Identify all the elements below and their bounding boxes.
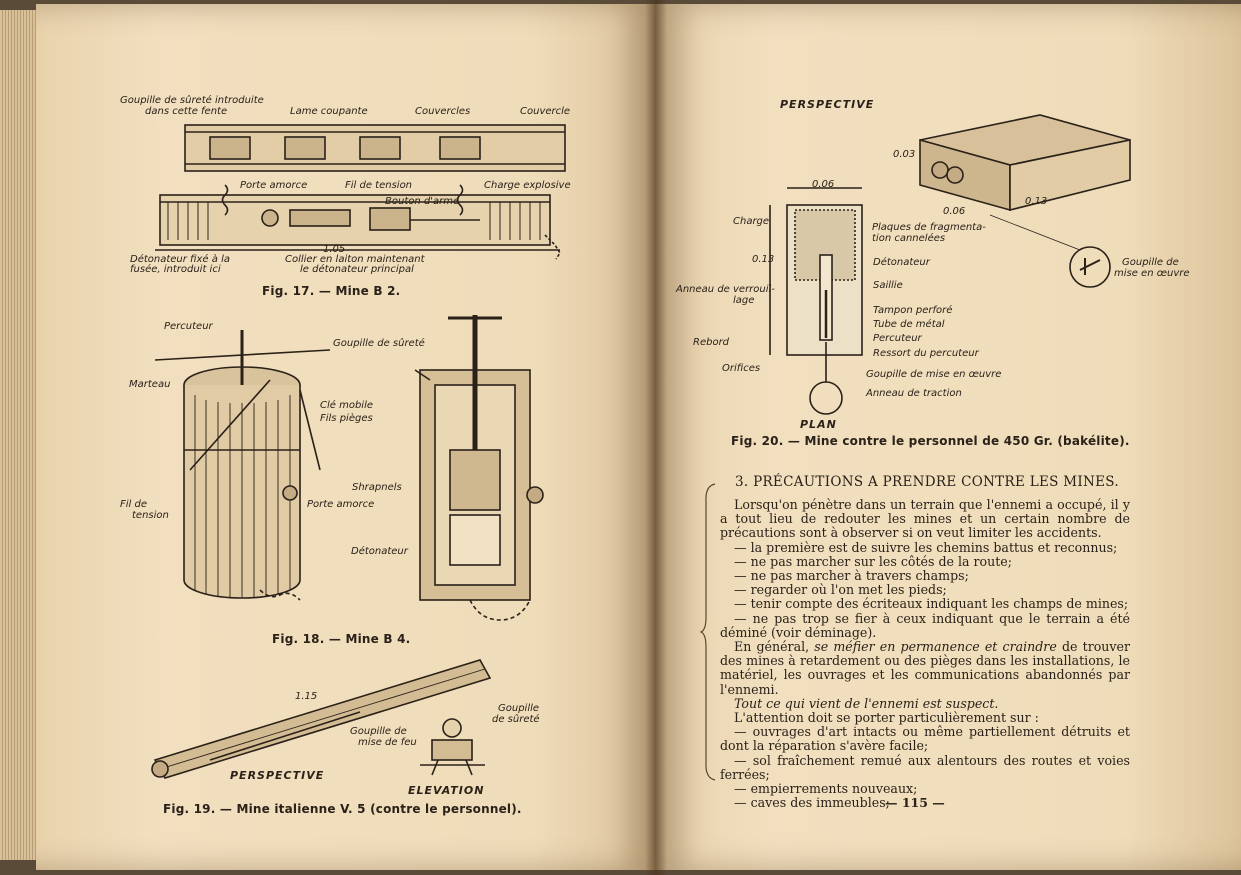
- fig17-label-fil-tension: Fil de tension: [345, 180, 413, 191]
- fig17-label-charge: Charge explosive: [484, 180, 571, 191]
- paragraph-general: En général, se méfier en permanence et c…: [720, 639, 1130, 697]
- fig20-label-dim-006b: 0.06: [943, 206, 966, 217]
- fig18-label-goupille: Goupille de sûreté: [333, 338, 425, 349]
- fig17-label-dim: 1.05: [323, 244, 346, 255]
- fig17-label-couvercles: Couvercles: [415, 106, 471, 117]
- list-item: — tenir compte des écriteaux indiquant l…: [734, 596, 1129, 612]
- list-item: — ne pas marcher sur les côtés de la rou…: [734, 553, 1012, 569]
- paragraph-attention: L'attention doit se porter particulièrem…: [734, 710, 1039, 726]
- list-item: — empierrements nouveaux;: [734, 781, 918, 797]
- fig19-label-goupille-feu: Goupille de: [350, 726, 407, 737]
- fig17-label-porte-amorce: Porte amorce: [240, 180, 308, 191]
- fig18-label-porte-amorce: Porte amorce: [307, 499, 375, 510]
- fig20-label-dim-013b: 0.13: [1025, 196, 1048, 207]
- fig20-label-plaques: Plaques de fragmenta-: [872, 222, 986, 233]
- fig20-title-plan: PLAN: [800, 418, 837, 431]
- page-edges: [0, 10, 41, 860]
- fig17-label-couvercle: Couvercle: [520, 106, 571, 117]
- section-heading: 3. PRÉCAUTIONS A PRENDRE CONTRE LES MINE…: [735, 474, 1119, 490]
- fig17-label-detonateur: Détonateur fixé à la: [130, 254, 230, 265]
- list-item: — ne pas marcher à travers champs;: [734, 568, 969, 584]
- fig20-drawing: [769, 114, 1131, 415]
- fig20-label-ressort: Ressort du percuteur: [873, 348, 979, 359]
- fig18-label-cle: Clé mobile: [320, 400, 374, 411]
- fig19-view-perspective: PERSPECTIVE: [230, 769, 325, 782]
- paragraph-intro: Lorsqu'on pénètre dans un terrain que l'…: [720, 497, 1130, 541]
- fig20-label-detonateur: Détonateur: [873, 257, 930, 268]
- page-number: — 115 —: [885, 795, 945, 810]
- fig20-label-plaques2: tion cannelées: [872, 233, 946, 244]
- list-item: — ne pas trop se fier à ceux indiquant q…: [720, 610, 1130, 640]
- fig20-label-anneau-verrou2: lage: [733, 295, 755, 306]
- fig18-label-percuteur: Percuteur: [164, 321, 213, 332]
- fig20-label-anneau-traction: Anneau de traction: [866, 388, 962, 399]
- fig20-label-tampon: Tampon perforé: [873, 305, 953, 316]
- fig18-label-marteau: Marteau: [129, 379, 171, 390]
- list-item: — sol fraîchement remué aux alentours de…: [720, 752, 1130, 782]
- fig18-label-fil-tension: Fil de: [120, 499, 147, 510]
- fig18-caption: Fig. 18. — Mine B 4.: [272, 632, 411, 646]
- fig20-label-rebord: Rebord: [693, 337, 730, 348]
- fig20-label-dim-006: 0.06: [812, 179, 835, 190]
- fig20-label-dim-013: 0.13: [752, 254, 775, 265]
- paragraph-suspect: Tout ce qui vient de l'ennemi est suspec…: [734, 695, 999, 711]
- fig19-drawing: [151, 659, 492, 779]
- list-item: — caves des immeubles;: [734, 795, 890, 811]
- fig18-label-shrapnels: Shrapnels: [352, 482, 402, 493]
- fig20-label-anneau-verrou: Anneau de verrouil-: [676, 284, 775, 295]
- fig17-label-goupille: Goupille de sûreté introduite: [120, 95, 264, 106]
- fig17-label-bouton: Bouton d'arme: [385, 196, 460, 207]
- fig19-label-goupille-surete2: de sûreté: [492, 714, 540, 725]
- fig19-view-elevation: ELEVATION: [408, 784, 485, 797]
- fig19-caption: Fig. 19. — Mine italienne V. 5 (contre l…: [163, 802, 522, 816]
- fig17-label-detonateur2: fusée, introduit ici: [130, 264, 221, 275]
- margin-brace: [699, 483, 716, 781]
- fig18-drawing: [154, 315, 544, 621]
- book-gutter: [645, 0, 667, 875]
- fig17-drawing: [155, 124, 566, 260]
- fig20-label-goupille-mise: Goupille de mise en œuvre: [866, 369, 1002, 380]
- fig20-label-saillie: Saillie: [873, 280, 903, 291]
- fig20-caption: Fig. 20. — Mine contre le personnel de 4…: [731, 434, 1130, 448]
- fig19-label-dim: 1.15: [295, 691, 318, 702]
- general-italic: se méfier en permanence et craindre: [814, 639, 1057, 655]
- fig20-label-goupille-oeuvre: Goupille de: [1122, 257, 1179, 268]
- list-item: — la première est de suivre les chemins …: [734, 539, 1118, 555]
- fig18-label-detonateur: Détonateur: [351, 546, 408, 557]
- list-item: — ouvrages d'art intacts ou même partiel…: [720, 724, 1130, 754]
- fig19-label-goupille-surete: Goupille: [498, 703, 540, 714]
- fig17-label-collier2: le détonateur principal: [300, 264, 414, 275]
- fig20-label-goupille-oeuvre2: mise en œuvre: [1114, 268, 1190, 279]
- fig20-label-dim-003: 0.03: [893, 149, 916, 160]
- fig18-label-fils: Fils pièges: [320, 413, 373, 424]
- fig20-label-charge: Charge: [733, 216, 770, 227]
- fig20-label-tube: Tube de métal: [873, 319, 945, 330]
- fig17-label-lame: Lame coupante: [290, 106, 368, 117]
- fig20-title-perspective: PERSPECTIVE: [780, 98, 875, 111]
- fig20-label-orifices: Orifices: [722, 363, 761, 374]
- general-start: En général,: [734, 639, 810, 655]
- fig19-label-goupille-feu2: mise de feu: [358, 737, 417, 748]
- general-end: de trouver des mines à retardement ou de…: [720, 639, 1130, 697]
- fig17-label-goupille2: dans cette fente: [145, 106, 228, 117]
- fig18-label-fil-tension2: tension: [132, 510, 169, 521]
- fig20-label-percuteur: Percuteur: [873, 333, 922, 344]
- body-text: Lorsqu'on pénètre dans un terrain que l'…: [720, 497, 1130, 811]
- fig17-label-collier: Collier en laiton maintenant: [285, 254, 425, 265]
- list-item: — regarder où l'on met les pieds;: [734, 582, 947, 598]
- fig17-caption: Fig. 17. — Mine B 2.: [262, 284, 401, 298]
